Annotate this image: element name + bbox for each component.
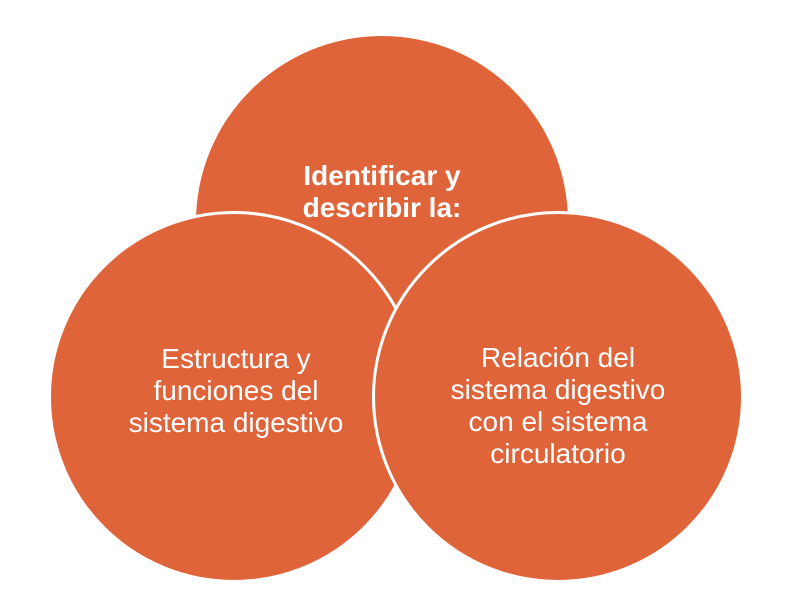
right-circle (372, 211, 744, 583)
top-circle-label: Identificar y describir la: (302, 160, 462, 223)
right-circle-label: Relación del sistema digestivo con el si… (450, 342, 666, 469)
left-circle (48, 211, 420, 583)
left-circle-label: Estructura y funciones del sistema diges… (128, 343, 344, 438)
